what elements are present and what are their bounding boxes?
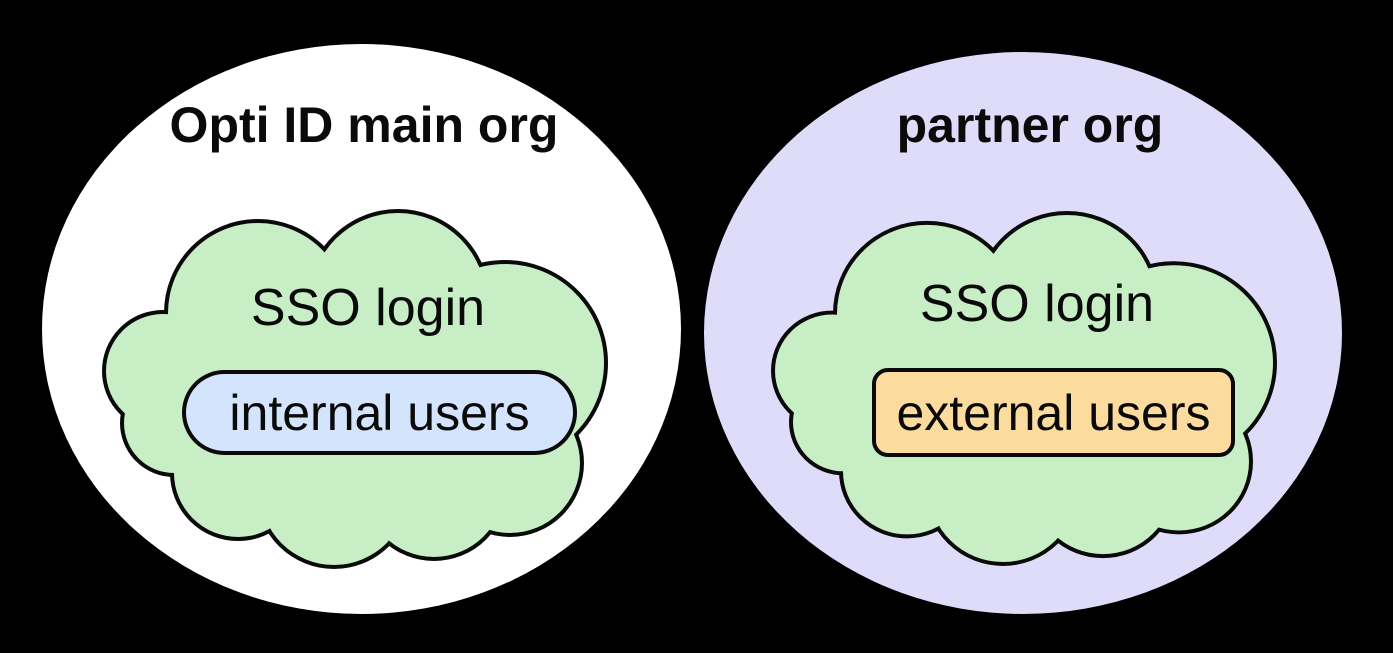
internal-users-label: internal users xyxy=(229,384,530,441)
sso-login-label-main: SSO login xyxy=(250,279,486,337)
partner-org-title: partner org xyxy=(896,97,1164,153)
internal-users-box: internal users xyxy=(182,370,577,455)
main-org-title: Opti ID main org xyxy=(169,97,559,153)
sso-login-label-partner: SSO login xyxy=(919,275,1155,333)
external-users-box: external users xyxy=(872,368,1235,457)
external-users-label: external users xyxy=(896,384,1211,441)
